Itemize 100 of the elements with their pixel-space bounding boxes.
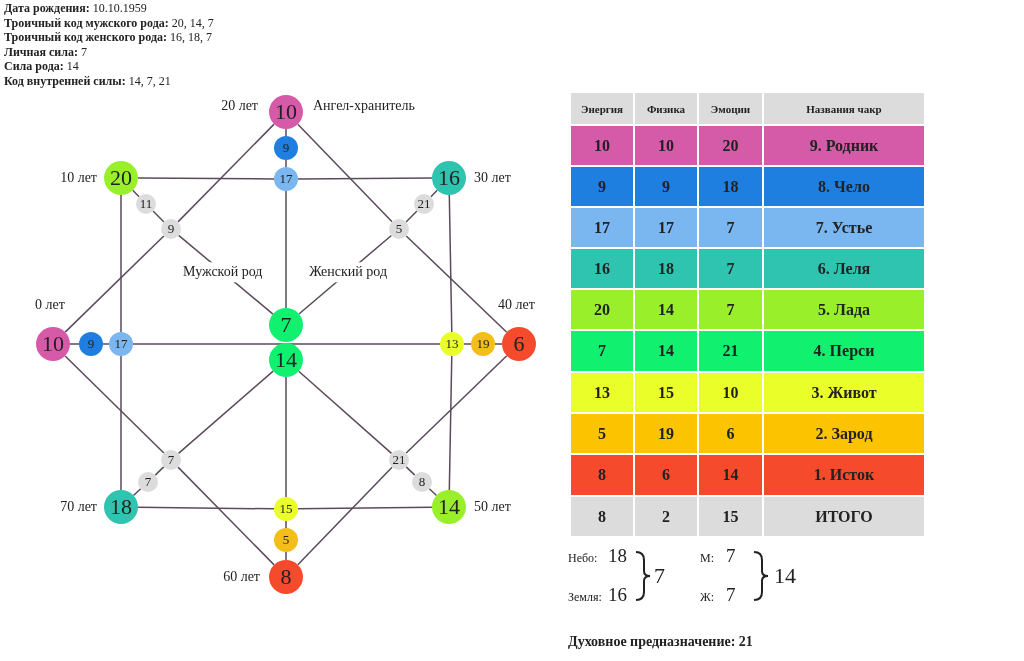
column-header: Названия чакр bbox=[764, 93, 924, 124]
number-circle: 5 bbox=[389, 219, 409, 239]
chakra-name-cell: 3. Живот bbox=[764, 373, 924, 412]
column-header: Эмоции bbox=[699, 93, 762, 124]
connector-line bbox=[132, 488, 142, 497]
caption-label: 60 лет bbox=[223, 569, 260, 585]
sum-result: 14 bbox=[774, 563, 796, 589]
sum-value: 7 bbox=[726, 584, 736, 606]
destiny-line: Духовное предназначение: 21 bbox=[568, 634, 753, 650]
connector-line bbox=[285, 190, 287, 309]
value-cell: 5 bbox=[571, 414, 633, 453]
caption-label: 50 лет bbox=[474, 499, 511, 515]
caption-label: 30 лет bbox=[474, 170, 511, 186]
value-cell: 10 bbox=[635, 126, 697, 165]
chakra-name-cell: 2. Зарод bbox=[764, 414, 924, 453]
sum-label: М: bbox=[700, 552, 714, 566]
connector-line bbox=[177, 123, 275, 223]
connector-line bbox=[285, 376, 287, 498]
number-circle: 19 bbox=[471, 332, 495, 356]
column-header: Физика bbox=[635, 93, 697, 124]
value-cell: 20 bbox=[571, 290, 633, 329]
number-circle: 18 bbox=[104, 490, 138, 524]
value-cell: 17 bbox=[571, 208, 633, 247]
connector-line bbox=[448, 194, 453, 333]
value-cell: 8 bbox=[571, 455, 633, 495]
connector-line bbox=[297, 177, 433, 180]
connector-line bbox=[463, 343, 472, 345]
number-circle: 17 bbox=[109, 332, 133, 356]
number-circle: 8 bbox=[412, 472, 432, 492]
connector-line bbox=[494, 343, 503, 345]
info-line: Код внутренней силы: 14, 7, 21 bbox=[4, 74, 171, 88]
connector-line bbox=[137, 177, 275, 180]
number-circle: 21 bbox=[389, 450, 409, 470]
value-cell: 14 bbox=[635, 290, 697, 329]
chakra-name-cell: 7. Устье bbox=[764, 208, 924, 247]
connector-line bbox=[297, 506, 433, 510]
info-line: Дата рождения: 10.10.1959 bbox=[4, 2, 147, 16]
info-line: Троичный код мужского рода: 20, 14, 7 bbox=[4, 16, 214, 30]
number-circle: 20 bbox=[104, 161, 138, 195]
number-circle: 14 bbox=[269, 343, 303, 377]
value-cell: 9 bbox=[571, 167, 633, 206]
number-circle: 5 bbox=[274, 528, 298, 552]
info-line: Троичный код женского рода: 16, 18, 7 bbox=[4, 31, 212, 45]
number-circle: 7 bbox=[269, 308, 303, 342]
connector-line bbox=[152, 210, 165, 223]
number-circle: 7 bbox=[138, 472, 158, 492]
value-cell: 17 bbox=[635, 208, 697, 247]
value-cell: 10 bbox=[571, 126, 633, 165]
caption-label: 0 лет bbox=[35, 297, 65, 313]
number-circle: 7 bbox=[161, 450, 181, 470]
sum-value: 18 bbox=[608, 545, 627, 567]
connector-line bbox=[405, 210, 418, 223]
value-cell: 9 bbox=[635, 167, 697, 206]
connector-line bbox=[132, 343, 441, 345]
caption-label: 70 лет bbox=[60, 499, 97, 515]
value-cell: 6 bbox=[635, 455, 697, 495]
connector-line bbox=[64, 355, 165, 454]
connector-line bbox=[285, 128, 287, 137]
caption-label: 10 лет bbox=[60, 170, 97, 186]
connector-line bbox=[137, 506, 275, 510]
connector-line bbox=[405, 235, 508, 333]
value-cell: 15 bbox=[635, 373, 697, 412]
value-cell: 18 bbox=[699, 167, 762, 206]
number-circle: 17 bbox=[274, 167, 298, 191]
number-circle: 10 bbox=[36, 327, 70, 361]
chakra-name-cell: 8. Чело bbox=[764, 167, 924, 206]
connector-line bbox=[285, 159, 287, 168]
info-line: Личная сила: 7 bbox=[4, 45, 87, 59]
value-cell: 2 bbox=[635, 497, 697, 536]
value-cell: 15 bbox=[699, 497, 762, 536]
number-circle: 8 bbox=[269, 560, 303, 594]
connector-line bbox=[177, 466, 275, 566]
connector-line bbox=[405, 355, 508, 454]
value-cell: 21 bbox=[699, 331, 762, 371]
sum-value: 16 bbox=[608, 584, 627, 606]
chakra-name-cell: ИТОГО bbox=[764, 497, 924, 536]
column-header: Энергия bbox=[571, 93, 633, 124]
value-cell: 14 bbox=[699, 455, 762, 495]
caption-label: 20 лет bbox=[221, 98, 258, 114]
value-cell: 16 bbox=[571, 249, 633, 288]
value-cell: 7 bbox=[699, 249, 762, 288]
edge-label: Мужской род bbox=[180, 262, 266, 282]
number-circle: 15 bbox=[274, 497, 298, 521]
sum-label: Земля: bbox=[568, 591, 602, 605]
sum-result: 7 bbox=[654, 563, 665, 589]
number-circle: 13 bbox=[440, 332, 464, 356]
number-circle: 21 bbox=[414, 194, 434, 214]
info-line: Сила рода: 14 bbox=[4, 60, 79, 74]
value-cell: 7 bbox=[699, 290, 762, 329]
sum-value: 7 bbox=[726, 545, 736, 567]
value-cell: 14 bbox=[635, 331, 697, 371]
sum-label: Небо: bbox=[568, 552, 598, 566]
number-circle: 9 bbox=[274, 136, 298, 160]
value-cell: 18 bbox=[635, 249, 697, 288]
chakra-name-cell: 1. Исток bbox=[764, 455, 924, 495]
connector-line bbox=[64, 235, 165, 333]
number-circle: 6 bbox=[502, 327, 536, 361]
connector-line bbox=[69, 343, 80, 345]
connector-line bbox=[177, 370, 274, 455]
connector-line bbox=[120, 194, 122, 333]
